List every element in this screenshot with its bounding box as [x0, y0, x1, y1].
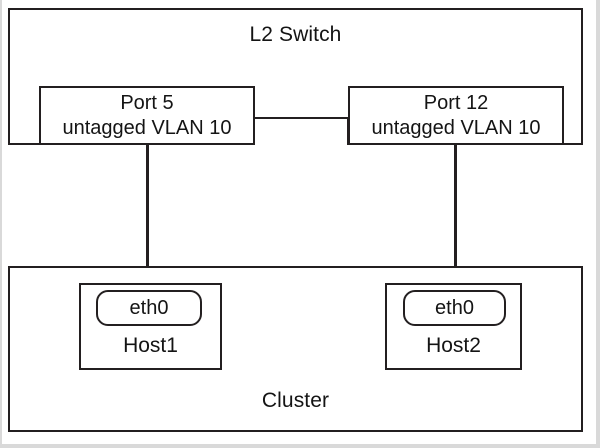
port-bridge-connector — [253, 117, 349, 145]
switch-port-12-name: Port 12 — [423, 91, 489, 114]
host-1-label: Host1 — [123, 334, 178, 357]
host-2-label: Host2 — [426, 334, 481, 357]
switch-port-12-vlan: untagged VLAN 10 — [371, 116, 541, 139]
switch-port-5[interactable]: Port 5 untagged VLAN 10 — [39, 86, 255, 145]
l2-switch-title: L2 Switch — [249, 23, 342, 46]
switch-port-5-vlan: untagged VLAN 10 — [62, 116, 232, 139]
host-2-nic-eth0[interactable]: eth0 — [403, 290, 506, 326]
cluster-title: Cluster — [261, 389, 330, 412]
switch-port-12[interactable]: Port 12 untagged VLAN 10 — [348, 86, 564, 145]
host-1-nic-eth0[interactable]: eth0 — [96, 290, 202, 326]
link-port5-to-host1 — [146, 144, 149, 292]
host-1-box[interactable]: eth0 Host1 — [79, 283, 222, 370]
host-1-nic-label: eth0 — [129, 297, 169, 319]
host-2-nic-label: eth0 — [435, 297, 474, 319]
switch-port-5-name: Port 5 — [120, 91, 174, 114]
link-port12-to-host2 — [454, 144, 457, 292]
host-2-box[interactable]: eth0 Host2 — [385, 283, 522, 370]
